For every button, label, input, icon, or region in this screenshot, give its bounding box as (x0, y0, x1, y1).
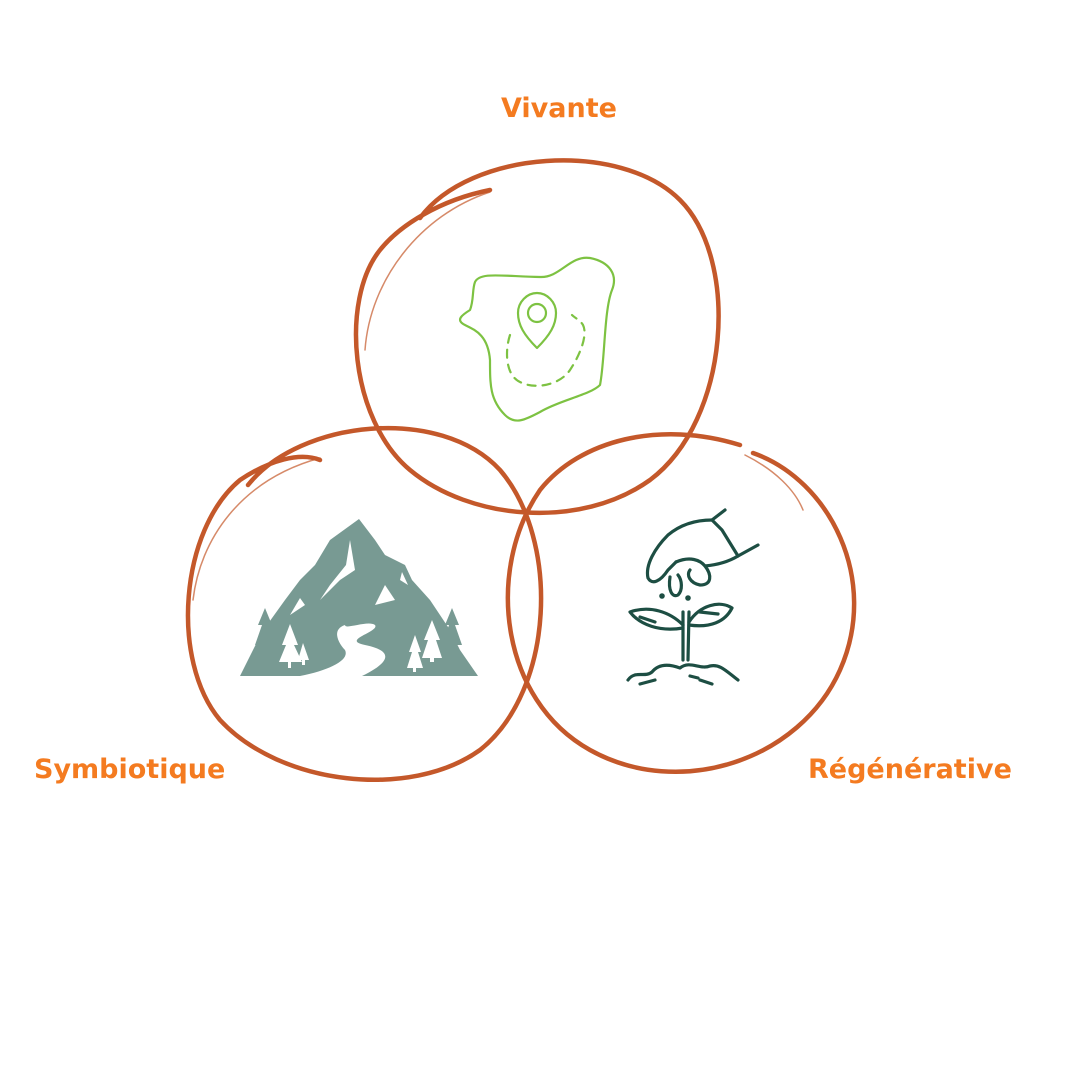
mountain-forest-river-icon (240, 519, 478, 676)
circle-left (185, 425, 544, 782)
circle-top (353, 158, 721, 516)
map-pin-region-icon (458, 256, 616, 422)
circle-right (505, 432, 857, 774)
label-regenerative: Régénérative (808, 754, 1012, 785)
hand-planting-seedling-icon (626, 508, 760, 686)
label-vivante: Vivante (501, 93, 617, 124)
label-symbiotique: Symbiotique (34, 754, 226, 785)
